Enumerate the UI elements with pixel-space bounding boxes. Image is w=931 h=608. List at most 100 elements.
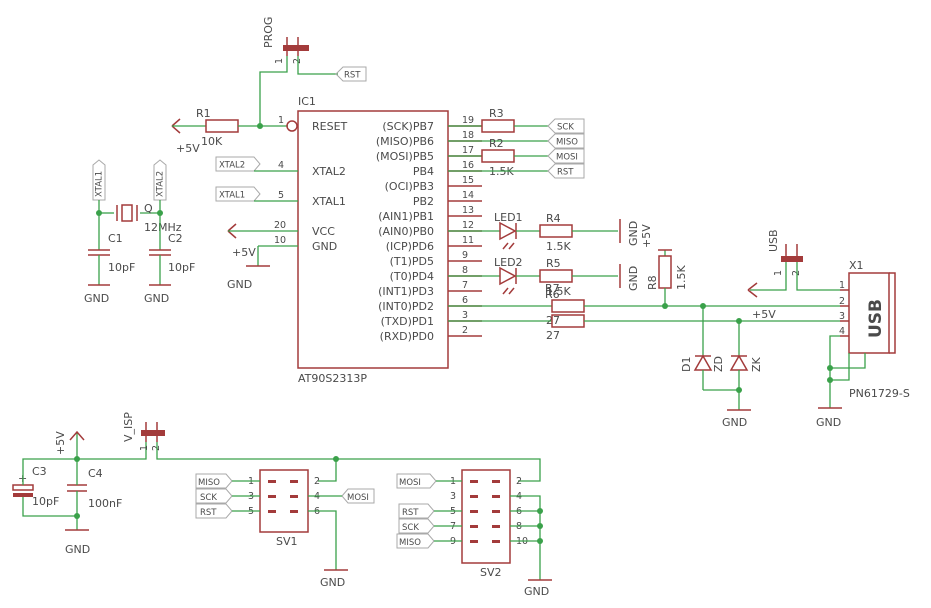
netlabel-sck-sv1: SCK: [195, 488, 233, 504]
netlabel-xtal2-crystal: XTAL2: [153, 159, 167, 201]
ic1-pin-label: (INT0)PD2: [378, 300, 434, 313]
ic1-pin-label: GND: [312, 240, 337, 253]
svg-text:12MHz: 12MHz: [144, 221, 182, 234]
svg-text:SCK: SCK: [557, 123, 574, 133]
svg-text:SV2: SV2: [480, 566, 502, 579]
svg-text:IC1: IC1: [298, 95, 316, 108]
svg-text:XTAL1: XTAL1: [95, 171, 105, 197]
ic1-pin-label: (OCI)PB3: [385, 180, 434, 193]
ic1-pin-number: 10: [274, 235, 286, 246]
led2: LED2: [448, 256, 540, 295]
header-pin: [470, 525, 478, 528]
ic1-pin-number: 5: [278, 190, 284, 201]
ic1-pin-label: XTAL1: [312, 195, 346, 208]
svg-text:C3: C3: [32, 465, 47, 478]
svg-text:GND: GND: [524, 585, 549, 598]
ic1-pin-number: 16: [462, 160, 474, 171]
svg-text:MOSI: MOSI: [399, 478, 421, 488]
svg-text:XTAL2: XTAL2: [219, 161, 245, 171]
svg-text:C1: C1: [108, 232, 123, 245]
svg-text:1.5K: 1.5K: [546, 240, 571, 253]
netlabel-xtal1-crystal: XTAL1: [92, 159, 106, 201]
svg-text:GND: GND: [144, 292, 169, 305]
svg-text:1.5K: 1.5K: [546, 285, 571, 298]
svg-text:R2: R2: [489, 137, 504, 150]
svg-text:R6: R6: [545, 288, 560, 301]
netlabel-sck-ic: SCK: [547, 118, 585, 134]
svg-text:R3: R3: [489, 107, 504, 120]
ic1-pin-number: 9: [462, 250, 468, 261]
ic1-pin-label: (AIN0)PB0: [378, 225, 434, 238]
ic1-pin-number: 8: [462, 265, 468, 276]
netlabel-mosi-ic: MOSI: [547, 148, 585, 164]
header-pin: [492, 510, 500, 513]
svg-text:+5V: +5V: [232, 246, 256, 259]
svg-text:USB: USB: [767, 229, 780, 252]
ic1-pin-number: 12: [462, 220, 474, 231]
svg-text:R1: R1: [196, 107, 211, 120]
ic1-pin-number: 2: [462, 325, 468, 336]
ic1-pin-label: (ICP)PD6: [386, 240, 434, 253]
header-pin: [470, 480, 478, 483]
ic1-pin-label: (T1)PD5: [390, 255, 434, 268]
svg-text:R7: R7: [545, 282, 560, 295]
netlabel-rst-prog: RST: [335, 66, 367, 82]
resistor-r8: +5V R8 1.5K: [640, 224, 688, 306]
capacitor-c4: C4 100nF: [67, 467, 122, 510]
ic1-pin-number: 20: [274, 220, 286, 231]
ic1-pin-label: XTAL2: [312, 165, 346, 178]
zener-d2: ZK: [729, 321, 763, 390]
svg-text:10pF: 10pF: [32, 495, 59, 508]
netlabel-mosi-sv2: MOSI: [396, 473, 437, 489]
svg-text:D1: D1: [680, 357, 693, 372]
svg-text:SCK: SCK: [402, 523, 419, 533]
ic1-pin-label: PB2: [413, 195, 434, 208]
ic1-pin-number: 4: [278, 160, 284, 171]
zener-d1: D1 ZD: [680, 306, 725, 390]
svg-text:RST: RST: [344, 71, 361, 81]
header-pin: [290, 510, 298, 513]
svg-text:+5V: +5V: [640, 224, 653, 248]
svg-text:+5V: +5V: [176, 142, 200, 155]
svg-text:XTAL1: XTAL1: [219, 191, 245, 201]
svg-text:ZK: ZK: [750, 356, 763, 372]
svg-text:GND: GND: [65, 543, 90, 556]
header-pin-number: 2: [314, 476, 320, 487]
header-pin: [290, 480, 298, 483]
svg-text:27: 27: [546, 314, 560, 327]
netlabel-xtal2-ic: XTAL2: [215, 156, 261, 172]
ic1-pin-number: 18: [462, 130, 474, 141]
resistor-r4: R4 1.5K GND: [539, 212, 640, 253]
svg-text:3: 3: [839, 311, 845, 322]
svg-text:XTAL2: XTAL2: [156, 171, 166, 197]
capacitor-c1: C1 10pF GND: [84, 232, 135, 305]
header-pin: [470, 510, 478, 513]
svg-text:MISO: MISO: [198, 478, 220, 488]
header-pin-number: 3: [450, 491, 456, 502]
netlabel-miso-sv2: MISO: [396, 533, 435, 549]
ic1-pin-label: (TXD)PD1: [381, 315, 434, 328]
netlabel-rst-sv1: RST: [195, 503, 233, 519]
ic1-pin-label: (SCK)PB7: [382, 120, 434, 133]
svg-text:USB: USB: [866, 299, 886, 338]
svg-text:SV1: SV1: [276, 535, 298, 548]
svg-text:R5: R5: [546, 257, 561, 270]
capacitor-c2: C2 10pF GND: [144, 232, 195, 305]
svg-text:GND: GND: [816, 416, 841, 429]
ic1-pin-label: PB4: [413, 165, 434, 178]
svg-text:27: 27: [546, 329, 560, 342]
svg-text:GND: GND: [84, 292, 109, 305]
svg-text:LED2: LED2: [494, 256, 523, 269]
svg-text:C4: C4: [88, 467, 103, 480]
ic1-pin-label: (INT1)PD3: [378, 285, 434, 298]
svg-text:ZD: ZD: [712, 356, 725, 372]
resistor-r2: R2 1.5K: [448, 137, 548, 178]
ic1-pin-number: 15: [462, 175, 474, 186]
svg-text:SCK: SCK: [200, 493, 217, 503]
svg-text:MOSI: MOSI: [556, 153, 578, 163]
header-sv1: SV1: [259, 469, 309, 548]
svg-text:+5V: +5V: [54, 431, 67, 455]
ic1-pin-number: 1: [278, 115, 284, 126]
ic1-pin-label: (RXD)PD0: [380, 330, 434, 343]
